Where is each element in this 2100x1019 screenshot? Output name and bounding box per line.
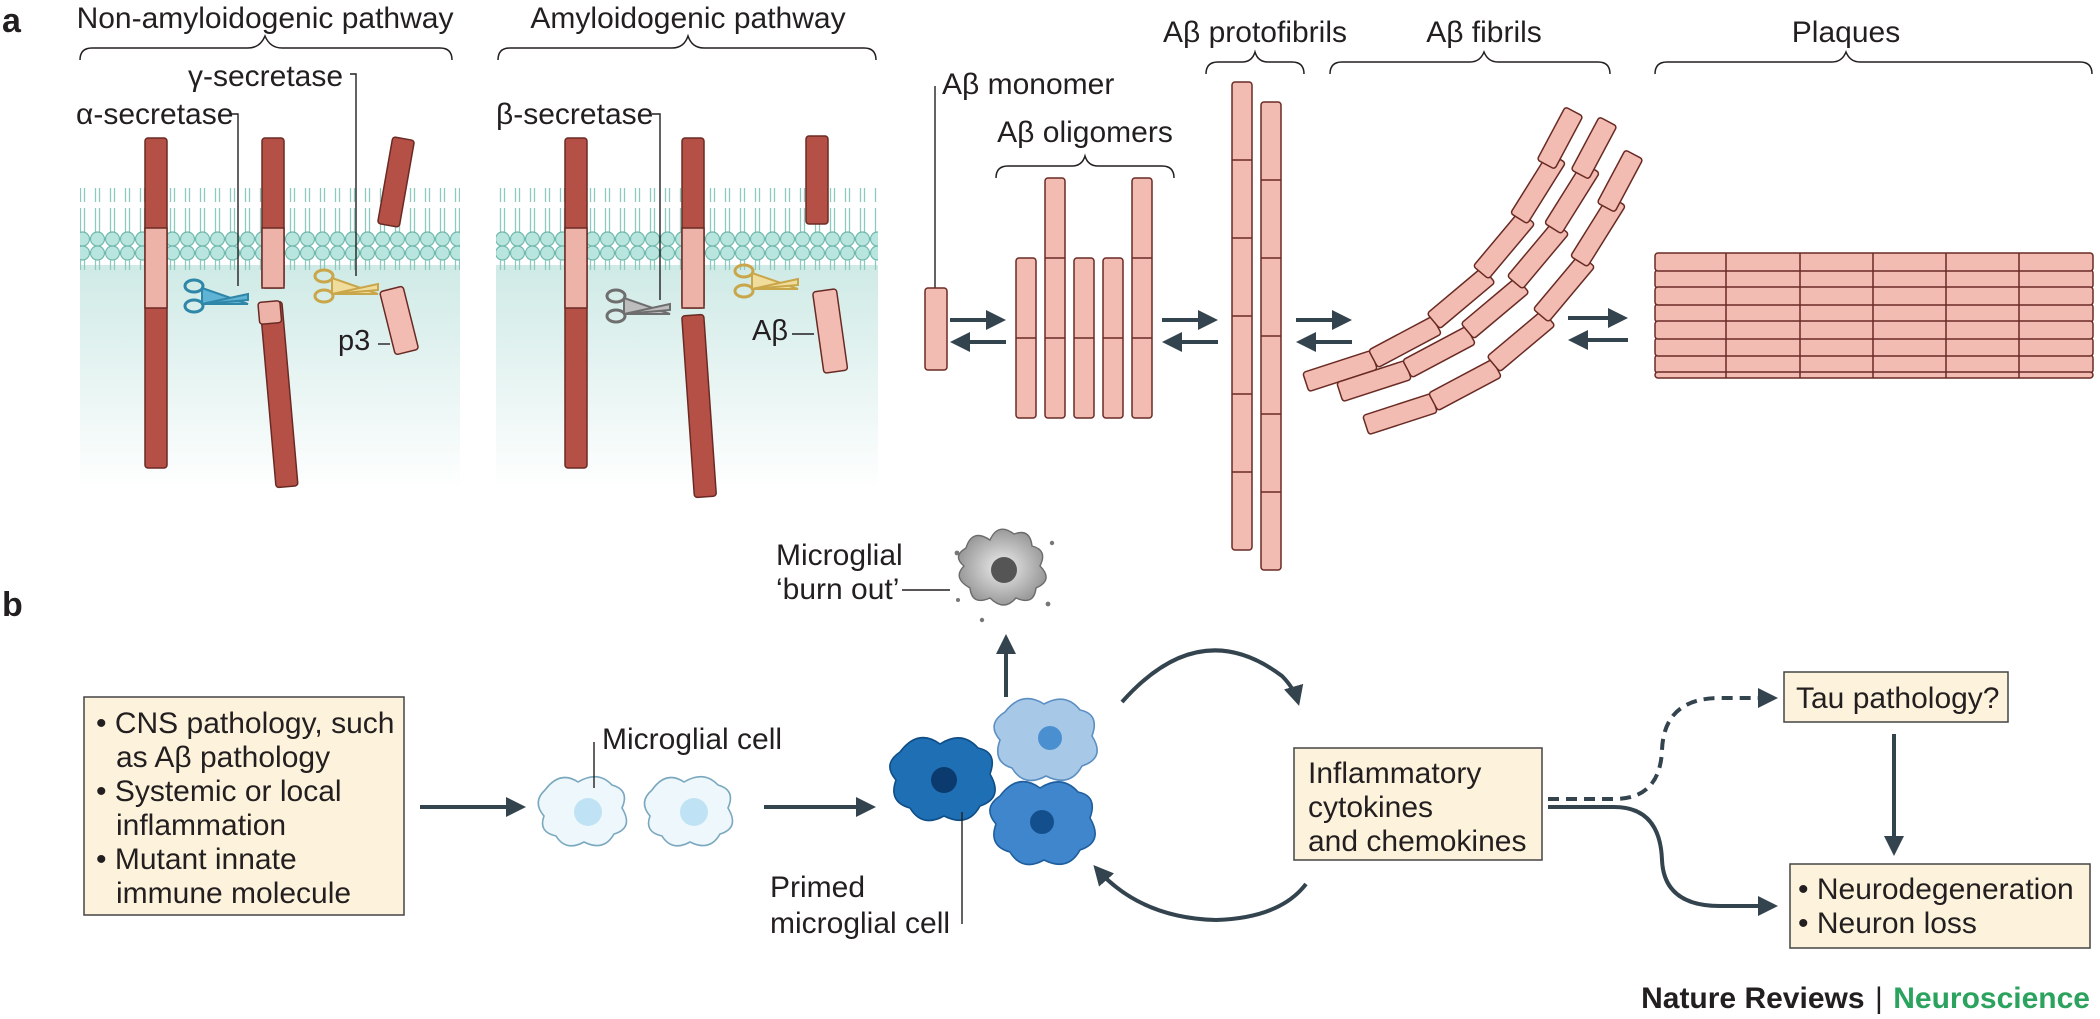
protofibrils-label: Aβ protofibrils	[1163, 16, 1347, 49]
burnt-out-microglia: Microglial ‘burn out’	[776, 528, 1055, 623]
cns-pathology-box: • CNS pathology, such as Aβ pathology • …	[83, 696, 405, 916]
protofibrils-brace	[1205, 49, 1305, 75]
abeta-monomer	[924, 287, 948, 371]
app-abeta-segment	[144, 227, 168, 309]
amyloidogenic-panel: Amyloidogenic pathway β-secretase Aβ	[496, 2, 878, 499]
alpha-secretase-label: α-secretase	[76, 98, 233, 131]
monomer-label: Aβ monomer	[942, 68, 1114, 101]
microglial-cell-label: Microglial cell	[602, 723, 782, 756]
arrow-to-neurodegeneration	[1548, 805, 1778, 916]
app-cleaved-segment	[681, 227, 705, 309]
cns-line-1: • CNS pathology, such	[96, 707, 394, 740]
burnout-label-line1: Microglial	[776, 539, 903, 572]
aicd-fragment	[681, 313, 717, 499]
alpha-leader-line	[230, 113, 239, 286]
journal-name: Nature Reviews	[1641, 982, 1864, 1015]
plaques-brace	[1654, 49, 2093, 75]
fibrils-label: Aβ fibrils	[1426, 16, 1542, 49]
resting-microglia: Microglial cell	[537, 723, 782, 847]
equilibrium-arrows	[1296, 310, 1352, 352]
app-cleaved-segment	[261, 227, 285, 289]
amyloidogenic-brace	[497, 33, 877, 61]
panel-b-letter: b	[2, 586, 23, 624]
sappb-fragment	[805, 135, 829, 225]
dashed-arrow-to-tau	[1548, 688, 1778, 801]
burnout-label-line2: ‘burn out’	[776, 573, 899, 606]
gamma-secretase-label: γ-secretase	[188, 60, 343, 93]
cns-line-3: • Systemic or local	[96, 775, 342, 808]
abeta-oligomers	[1015, 177, 1153, 419]
equilibrium-arrows	[1568, 308, 1628, 350]
cytokines-line-2: cytokines	[1308, 791, 1433, 824]
fibrils-brace	[1329, 49, 1611, 75]
journal-section: Neuroscience	[1893, 982, 2090, 1015]
gamma-leader-line	[350, 73, 357, 276]
alpha-secretase-scissors-icon	[183, 278, 249, 314]
primed-label-line1: Primed	[770, 871, 865, 904]
loop-arrow-upper	[1120, 648, 1304, 706]
cytokines-line-1: Inflammatory	[1308, 757, 1481, 790]
primed-microglia: Primed microglial cell	[770, 697, 1098, 940]
gamma-secretase-scissors-icon	[313, 268, 379, 304]
beta-secretase-scissors-icon	[605, 288, 671, 324]
beta-secretase-label: β-secretase	[496, 98, 653, 131]
primed-label-line2: microglial cell	[770, 907, 950, 940]
p3-label: p3	[338, 325, 370, 357]
cytokines-line-3: and chemokines	[1308, 825, 1526, 858]
neuro-line-1: • Neurodegeneration	[1798, 873, 2074, 906]
neurodegeneration-box: • Neurodegeneration • Neuron loss	[1789, 863, 2091, 949]
equilibrium-arrows	[950, 310, 1006, 352]
journal-separator: |	[1875, 982, 1883, 1015]
non-amyloidogenic-brace	[79, 34, 453, 61]
cns-line-4: inflammation	[116, 809, 286, 842]
abeta-label: Aβ	[752, 315, 788, 347]
cytokines-box: Inflammatory cytokines and chemokines	[1293, 747, 1543, 861]
cns-line-6: immune molecule	[116, 877, 351, 910]
neuro-line-2: • Neuron loss	[1798, 907, 1977, 940]
journal-credit: Nature Reviews | Neuroscience	[1641, 982, 2090, 1015]
tau-label: Tau pathology?	[1796, 682, 2000, 715]
beta-leader-line	[652, 113, 661, 300]
amyloid-plaque	[1654, 252, 2094, 379]
journal-credit-line: Nature Reviews | Neuroscience	[1641, 982, 2090, 1015]
cns-line-5: • Mutant innate	[96, 843, 297, 876]
sappa-fragment	[377, 136, 415, 228]
non-amyloidogenic-title: Non-amyloidogenic pathway	[77, 2, 454, 35]
amyloidogenic-title: Amyloidogenic pathway	[530, 2, 845, 35]
oligomers-label: Aβ oligomers	[997, 116, 1173, 149]
abeta-fragment	[812, 288, 849, 374]
equilibrium-arrows	[1162, 310, 1218, 352]
non-amyloidogenic-panel: Non-amyloidogenic pathway γ-secretase α-…	[76, 2, 460, 490]
loop-arrow-lower	[1093, 864, 1308, 923]
plaques-label: Plaques	[1792, 16, 1900, 49]
aggregation-series: Aβ monomer Aβ oligomers Aβ prot	[924, 16, 2094, 571]
oligomers-brace	[995, 153, 1175, 179]
aicd-top	[257, 300, 283, 325]
app-abeta-segment	[564, 227, 588, 309]
abeta-fibrils	[1302, 107, 1643, 435]
abeta-protofibril	[1231, 81, 1282, 571]
panel-a-letter: a	[2, 2, 22, 40]
p3-fragment	[379, 285, 419, 356]
tau-pathology-box: Tau pathology?	[1783, 671, 2009, 723]
gamma-secretase-scissors-icon	[733, 263, 799, 299]
cns-line-2: as Aβ pathology	[116, 741, 330, 774]
